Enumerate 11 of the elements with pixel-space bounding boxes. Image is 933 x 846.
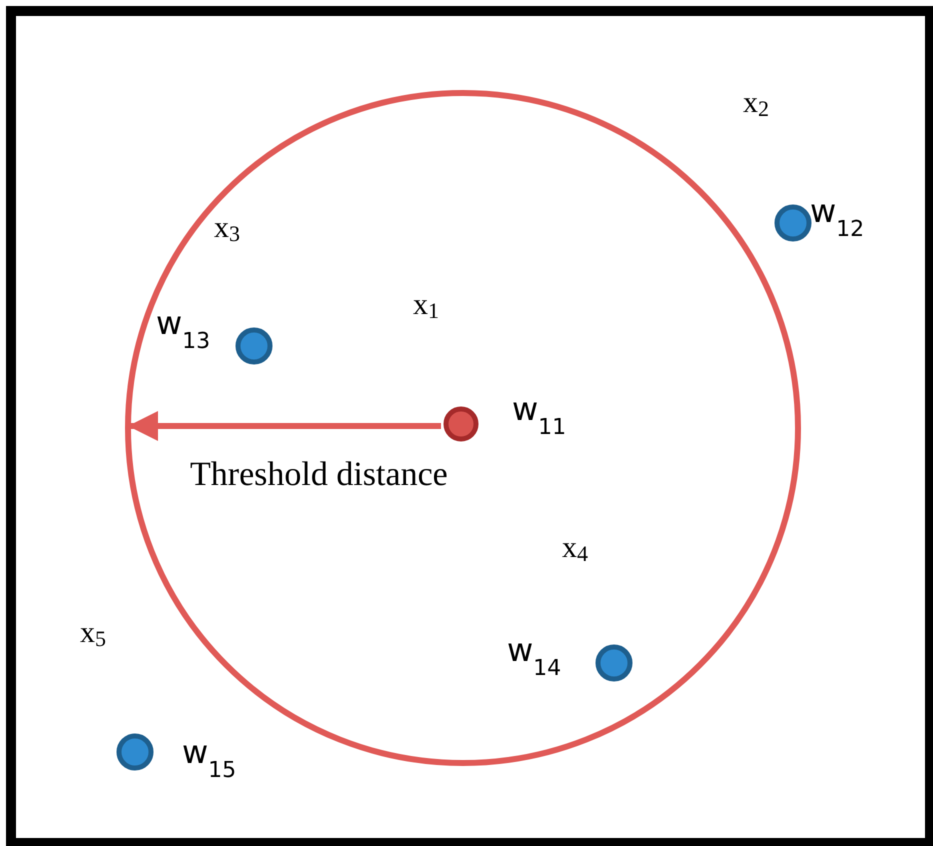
point-label: w$_{13}$ [156, 307, 210, 353]
data-point-label: x$_{5}$ [80, 618, 106, 650]
point-label: w$_{14}$ [507, 634, 562, 680]
data-point-label: x$_{1}$ [413, 290, 439, 322]
point-label: w$_{11}$ [512, 393, 566, 439]
point-label: w$_{15}$ [182, 736, 236, 782]
point-label: w$_{12}$ [810, 195, 864, 241]
arrow [128, 411, 441, 441]
data-point-label: x$_{3}$ [214, 213, 240, 245]
data-point-label: x$_{4}$ [562, 533, 588, 565]
data-point-label: x$_{2}$ [743, 88, 769, 120]
